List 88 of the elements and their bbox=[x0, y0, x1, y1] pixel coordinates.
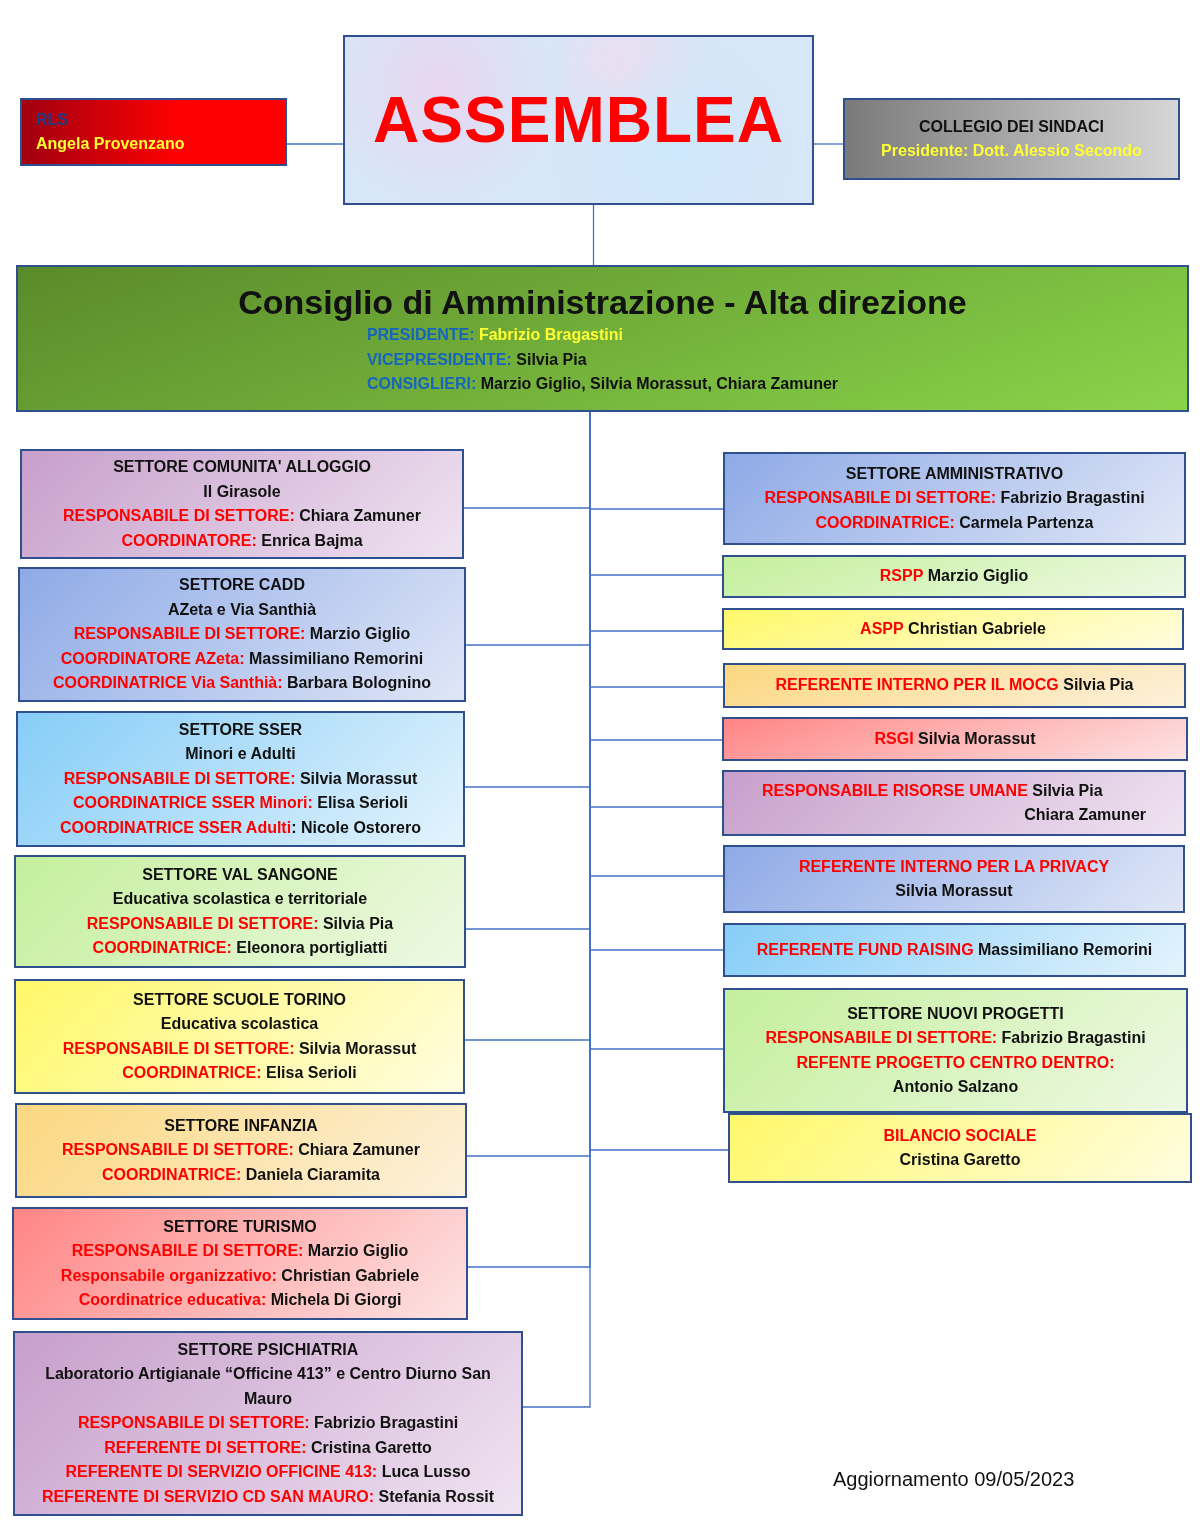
node-text: Chiara Zamuner bbox=[1023, 805, 1147, 825]
org-box bbox=[16, 711, 465, 847]
node-text: Cristina Garetto bbox=[899, 1150, 1021, 1170]
node-text: ASSEMBLEA bbox=[373, 83, 784, 158]
node-text: COORDINATRICE SSER Adulti: Nicole Ostorero bbox=[60, 817, 421, 838]
node-text: RESPONSABILE DI SETTORE: Fabrizio Bragastini bbox=[765, 1028, 1146, 1048]
node-text: REFERENTE DI SERVIZIO CD SAN MAURO: Stefania Rossit bbox=[41, 1486, 495, 1507]
node-text: RESPONSABILE DI SETTORE: Marzio Giglio bbox=[71, 1241, 409, 1261]
org-box bbox=[723, 452, 1186, 545]
org-box bbox=[723, 988, 1188, 1113]
node-text: ASPP Christian Gabriele bbox=[860, 618, 1046, 639]
org-box bbox=[18, 567, 466, 702]
node-heading: REFERENTE INTERNO PER LA PRIVACY bbox=[798, 856, 1110, 877]
node-heading: SETTORE TURISMO bbox=[163, 1216, 317, 1237]
node-heading: SETTORE CADD bbox=[179, 575, 305, 596]
org-box bbox=[722, 717, 1188, 761]
node-text: COORDINATRICE: Carmela Partenza bbox=[815, 512, 1094, 533]
node-text: COORDINATRICE SSER Minori: Elisa Serioli bbox=[73, 793, 408, 814]
org-box bbox=[20, 449, 464, 559]
node-text: COORDINATORE AZeta: Massimiliano Remorini bbox=[60, 648, 424, 669]
org-box bbox=[722, 555, 1186, 598]
node-text: CONSIGLIERI: Marzio Giglio, Silvia Morassut, Chiara Zamuner bbox=[366, 374, 839, 394]
node-heading: RESPONSABILE RISORSE UMANE Silvia Pia bbox=[761, 780, 1104, 801]
node-heading: SETTORE PSICHIATRIA bbox=[177, 1339, 359, 1360]
update-note: Aggiornamento 09/05/2023 bbox=[833, 1468, 1075, 1491]
node-text: Responsabile organizzativo: Christian Gabriele bbox=[60, 1265, 420, 1286]
assembly-box bbox=[343, 35, 814, 205]
node-heading: SETTORE AMMINISTRATIVO bbox=[845, 463, 1064, 484]
node-text: RESPONSABILE DI SETTORE: Silvia Pia bbox=[86, 913, 394, 934]
node-text: RESPONSABILE DI SETTORE: Silvia Morassut bbox=[63, 768, 418, 789]
node-text: RESPONSABILE DI SETTORE: Silvia Morassut bbox=[62, 1038, 417, 1059]
node-heading: BILANCIO SOCIALE bbox=[883, 1125, 1037, 1146]
node-text: Minori e Adulti bbox=[185, 744, 296, 765]
node-text: Antonio Salzano bbox=[892, 1077, 1019, 1097]
node-text: REFERENTE FUND RAISING Massimiliano Remorini bbox=[756, 939, 1153, 960]
node-text: Coordinatrice educativa: Michela Di Giorgi bbox=[78, 1290, 402, 1310]
org-box bbox=[728, 1113, 1192, 1183]
node-text: REFERENTE DI SETTORE: Cristina Garetto bbox=[104, 1437, 432, 1458]
org-box bbox=[14, 855, 466, 968]
node-text: RSPP Marzio Giglio bbox=[879, 566, 1029, 587]
org-box bbox=[722, 608, 1184, 650]
node-heading: Consiglio di Amministrazione - Alta direzione bbox=[238, 281, 967, 323]
org-box bbox=[843, 98, 1180, 180]
connector-line bbox=[286, 143, 344, 145]
node-text: Il Girasole bbox=[203, 481, 281, 502]
node-text: COORDINATRICE: Daniela Ciaramita bbox=[102, 1164, 380, 1185]
node-heading: SETTORE VAL SANGONE bbox=[142, 864, 338, 885]
node-text: Laboratorio Artigianale “Officine 413” e Centro Diurno San Mauro bbox=[44, 1364, 492, 1409]
org-box bbox=[722, 770, 1186, 836]
connector-line bbox=[592, 204, 595, 266]
node-heading: RLS bbox=[36, 109, 68, 130]
node-text: COORDINATRICE Via Santhià: Barbara Bolognino bbox=[52, 673, 432, 694]
node-heading: COLLEGIO DEI SINDACI bbox=[919, 116, 1104, 137]
node-text: RESPONSABILE DI SETTORE: Marzio Giglio bbox=[73, 624, 411, 645]
node-heading: SETTORE NUOVI PROGETTI bbox=[847, 1003, 1064, 1024]
node-text: Presidente: Dott. Alessio Secondo bbox=[881, 141, 1142, 161]
connector-line bbox=[813, 143, 844, 145]
org-box bbox=[723, 845, 1185, 913]
node-text: Educativa scolastica e territoriale bbox=[112, 889, 368, 909]
node-text: PRESIDENTE: Fabrizio Bragastini bbox=[366, 325, 623, 345]
node-text: REFENTE PROGETTO CENTRO DENTRO: bbox=[796, 1052, 1115, 1073]
org-box bbox=[14, 979, 465, 1094]
org-box bbox=[20, 98, 287, 166]
node-text: COORDINATORE: Enrica Bajma bbox=[121, 530, 363, 551]
node-text: RESPONSABILE DI SETTORE: Chiara Zamuner bbox=[62, 1140, 420, 1161]
node-heading: SETTORE INFANZIA bbox=[164, 1115, 318, 1136]
node-heading: SETTORE SCUOLE TORINO bbox=[133, 989, 346, 1010]
node-text: Silvia Morassut bbox=[895, 881, 1013, 901]
node-text: COORDINATRICE: Eleonora portigliatti bbox=[92, 938, 388, 958]
node-text: COORDINATRICE: Elisa Serioli bbox=[122, 1063, 357, 1083]
node-text: REFERENTE INTERNO PER IL MOCG Silvia Pia bbox=[775, 675, 1134, 696]
org-box bbox=[723, 923, 1186, 977]
node-heading: SETTORE SSER bbox=[178, 719, 303, 740]
node-text: AZeta e Via Santhià bbox=[167, 599, 317, 620]
node-text: RSGI Silvia Morassut bbox=[874, 728, 1036, 749]
org-box bbox=[12, 1207, 468, 1320]
node-heading: SETTORE COMUNITA' ALLOGGIO bbox=[113, 457, 371, 477]
node-text: REFERENTE DI SERVIZIO OFFICINE 413: Luca Lusso bbox=[65, 1462, 471, 1483]
org-box bbox=[15, 1103, 467, 1198]
org-box bbox=[13, 1331, 523, 1516]
node-text: RESPONSABILE DI SETTORE: Chiara Zamuner bbox=[63, 506, 421, 526]
org-box bbox=[723, 663, 1186, 708]
node-text: Angela Provenzano bbox=[36, 134, 185, 154]
node-text: RESPONSABILE DI SETTORE: Fabrizio Bragastini bbox=[77, 1413, 459, 1434]
node-text: RESPONSABILE DI SETTORE: Fabrizio Bragastini bbox=[764, 488, 1145, 509]
node-text: Educativa scolastica bbox=[160, 1014, 319, 1034]
board-box bbox=[16, 265, 1189, 412]
node-text: VICEPRESIDENTE: Silvia Pia bbox=[366, 349, 587, 370]
